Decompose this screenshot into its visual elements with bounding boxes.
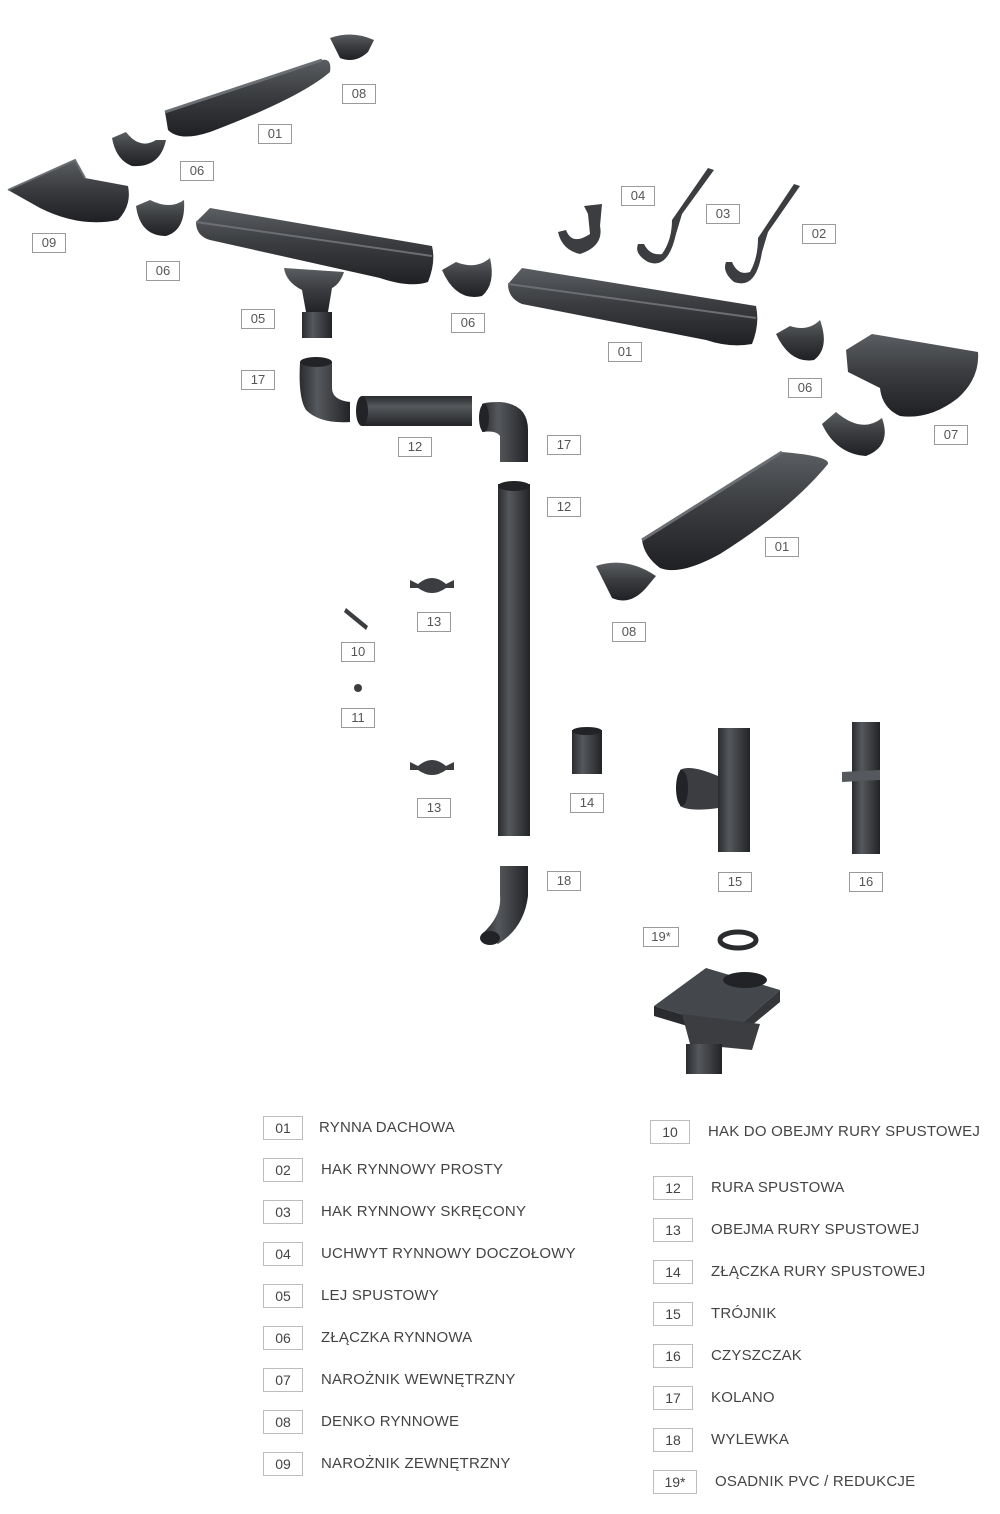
legend-label: HAK RYNNOWY PROSTY [321,1161,504,1178]
legend-code: 06 [263,1326,303,1350]
legend-code: 15 [653,1302,693,1326]
gutter-connector-part [822,412,885,456]
legend-code: 19* [653,1470,697,1494]
part-tag: 15 [718,872,752,892]
downpipe-connector-part [572,727,602,774]
legend-label: UCHWYT RYNNOWY DOCZOŁOWY [321,1245,576,1262]
part-tag: 17 [241,370,275,390]
part-tag: 09 [32,233,66,253]
part-tag: 06 [180,161,214,181]
part-tag: 13 [417,798,451,818]
clamp-hook-part [344,608,368,630]
legend-code: 16 [653,1344,693,1368]
part-tag: 18 [547,871,581,891]
part-tag: 16 [849,872,883,892]
part-tag: 05 [241,309,275,329]
part-tag: 02 [802,224,836,244]
legend-label: NAROŻNIK ZEWNĘTRZNY [321,1455,511,1472]
legend-label: LEJ SPUSTOWY [321,1287,439,1304]
gutter-connector-part [776,320,824,361]
legend-label: TRÓJNIK [711,1305,777,1322]
part-tag: 17 [547,435,581,455]
part-tag: 13 [417,612,451,632]
legend-code: 14 [653,1260,693,1284]
part-tag: 06 [451,313,485,333]
legend-label: ZŁĄCZKA RURY SPUSTOWEJ [711,1263,926,1280]
legend-code: 01 [263,1116,303,1140]
legend-label: RURA SPUSTOWA [711,1179,845,1196]
legend-code: 10 [650,1120,690,1144]
legend-code: 03 [263,1200,303,1224]
roof-gutter-part [641,450,829,571]
legend-label: ZŁĄCZKA RYNNOWA [321,1329,473,1346]
legend-code: 08 [263,1410,303,1434]
legend-label: OBEJMA RURY SPUSTOWEJ [711,1221,920,1238]
pipe-clamp-part [410,578,454,593]
pipe-clamp-part [410,760,454,775]
end-cap-part [330,34,374,60]
legend-label: HAK DO OBEJMY RURY SPUSTOWEJ [708,1123,981,1140]
legend-code: 05 [263,1284,303,1308]
cleanout-part [842,722,880,854]
legend-label: CZYSZCZAK [711,1347,802,1364]
legend-code: 12 [653,1176,693,1200]
gutter-connector-part [442,258,492,297]
elbow-part [299,357,350,423]
part-tag: 06 [788,378,822,398]
elbow-part [479,402,528,462]
legend-code: 13 [653,1218,693,1242]
part-tag: 10 [341,642,375,662]
pvc-settling-tank-part [654,929,780,1074]
gutter-connector-part [112,132,166,167]
downpipe-part [356,396,472,426]
legend-label: KOLANO [711,1389,775,1406]
part-tag: 03 [706,204,740,224]
roof-gutter-part [507,268,758,346]
legend-code: 02 [263,1158,303,1182]
part-tag: 19* [643,927,679,947]
legend-label: OSADNIK PVC / REDUKCJE [715,1473,916,1490]
downpipe-outlet-part [284,268,344,338]
tee-part [676,728,750,852]
legend-code: 18 [653,1428,693,1452]
internal-corner-part [846,334,979,417]
part-tag: 08 [342,84,376,104]
part-tag: 01 [765,537,799,557]
part-tag: 06 [146,261,180,281]
legend-label: RYNNA DACHOWA [319,1119,455,1136]
small-fixing-part [354,684,362,692]
legend-label: HAK RYNNOWY SKRĘCONY [321,1203,527,1220]
downpipe-part [498,481,530,836]
part-tag: 04 [621,186,655,206]
twisted-hook-part [637,168,714,264]
legend-label: WYLEWKA [711,1431,790,1448]
part-tag: 07 [934,425,968,445]
straight-hook-part [725,184,800,284]
part-tag: 01 [608,342,642,362]
end-cap-part [596,562,656,601]
fascia-bracket-part [558,204,602,254]
external-corner-part [7,158,129,223]
legend-code: 04 [263,1242,303,1266]
legend-code: 17 [653,1386,693,1410]
gutter-system-diagram: 08 01 06 09 06 04 03 02 05 06 01 06 07 1… [7,34,979,1074]
part-tag: 11 [341,708,375,728]
legend-code: 07 [263,1368,303,1392]
roof-gutter-part [195,208,434,285]
part-tag: 08 [612,622,646,642]
part-tag: 01 [258,124,292,144]
spout-part [480,866,528,945]
gutter-connector-part [136,200,185,236]
part-tag: 12 [398,437,432,457]
roof-gutter-part [164,58,331,137]
part-tag: 12 [547,497,581,517]
legend-label: NAROŻNIK WEWNĘTRZNY [321,1371,516,1388]
part-tag: 14 [570,793,604,813]
legend-label: DENKO RYNNOWE [321,1413,460,1430]
legend-code: 09 [263,1452,303,1476]
